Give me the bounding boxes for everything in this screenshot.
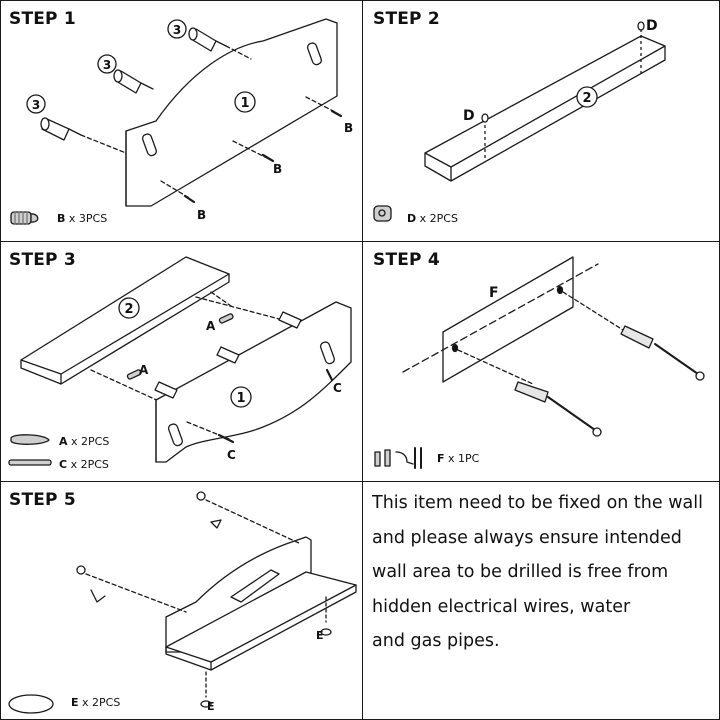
step-2-part-d: D x 2PCS (407, 212, 458, 225)
step-2-panel: STEP 2 D D 2 D x 2PCS (363, 1, 719, 241)
step-2-callout-d-left: D (463, 108, 475, 124)
step-5-title: STEP 5 (9, 490, 76, 510)
step-5-callout-e-right: E (316, 629, 324, 642)
step-2-callout-d-right: D (646, 18, 658, 34)
step-1-callout-b-middle: B (273, 162, 282, 176)
safety-note-line-2: and please always ensure intended (372, 527, 682, 548)
step-3-callout-a-left: A (139, 363, 149, 377)
step-3-callout-c-right: C (333, 381, 342, 395)
step-2-title: STEP 2 (373, 9, 440, 29)
step-3-callout-c-bottom: C (227, 448, 236, 462)
step-1-dowel-number-middle: 3 (103, 58, 111, 72)
step-5-panel: STEP 5 E E E x 2PCS (1, 482, 362, 719)
step-4-title: STEP 4 (373, 250, 440, 270)
step-5-illustration: E E (8, 491, 357, 714)
step-1-callout-b-bottom: B (197, 208, 206, 222)
step-3-illustration: 2 1 A A C C (8, 256, 352, 466)
step-4-callout-f: F (489, 285, 499, 301)
step-1-board-number: 1 (240, 96, 249, 111)
step-1-dowel-number-bottom: 3 (32, 98, 40, 112)
step-1-part-b: B x 3PCS (57, 212, 108, 225)
step-1-title: STEP 1 (9, 9, 76, 29)
step-3-part-a: A x 2PCS (59, 435, 110, 448)
step-4-illustration: F (374, 256, 705, 469)
step-3-callout-a-right: A (206, 319, 216, 333)
step-1-callout-b-right: B (344, 121, 353, 135)
step-1-dowel-number-top: 3 (173, 23, 181, 37)
step-1-illustration: 3 3 3 1 B B B (10, 18, 353, 225)
divider-row-1 (1, 241, 719, 242)
safety-note-line-3: wall area to be drilled is free from (372, 562, 669, 582)
step-5-part-e: E x 2PCS (71, 696, 121, 709)
step-3-title: STEP 3 (9, 250, 76, 270)
step-3-panel: STEP 3 2 1 A A (1, 242, 362, 481)
divider-row-2 (1, 481, 719, 482)
step-2-board-number: 2 (582, 91, 591, 106)
step-2-illustration: D D 2 (373, 18, 666, 222)
safety-note: This item need to be fixed on the wall a… (372, 486, 712, 659)
step-3-part-c: C x 2PCS (59, 458, 109, 471)
step-5-callout-e-bottom: E (207, 700, 215, 713)
step-1-panel: STEP 1 3 (1, 1, 362, 241)
step-3-board-shelf-number: 2 (124, 302, 133, 317)
divider-vertical (362, 1, 363, 719)
step-4-panel: STEP 4 F F x 1PC (363, 242, 719, 481)
step-4-part-f: F x 1PC (437, 452, 480, 465)
step-3-board-back-number: 1 (236, 391, 245, 406)
safety-note-line-1: This item need to be fixed on the wall (372, 493, 703, 513)
safety-note-line-4: hidden electrical wires, water (372, 596, 631, 617)
safety-note-line-5: and gas pipes. (372, 631, 500, 651)
